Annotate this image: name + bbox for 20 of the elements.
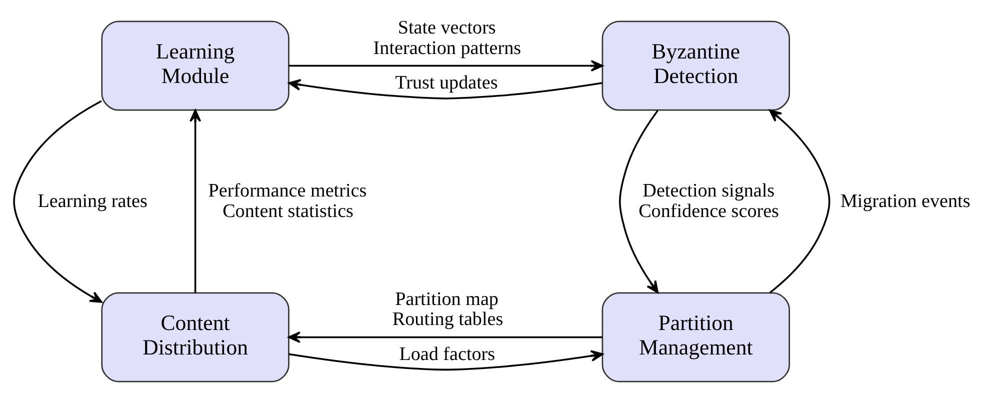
arrow — [619, 110, 659, 294]
arrow — [288, 331, 602, 344]
edge-label: Load factors — [399, 344, 496, 365]
edge-label: Trust updates — [395, 72, 498, 94]
edge-label: Migration events — [840, 191, 970, 212]
arrow — [288, 350, 604, 371]
arrow — [13, 100, 102, 303]
edge-label: Detection signals Confidence scores — [638, 180, 779, 222]
edge-label: Partition map Routing tables — [392, 288, 504, 330]
arrow — [288, 78, 602, 100]
arrow — [769, 109, 830, 294]
node-box: Content Distribution — [101, 292, 290, 382]
edge-label: Performance metrics Content statistics — [208, 180, 367, 222]
arrow — [288, 60, 604, 72]
edge-label: Learning rates — [38, 191, 148, 212]
node-box: Learning Module — [101, 20, 290, 111]
arrow — [190, 109, 202, 293]
node-box: Byzantine Detection — [602, 20, 790, 111]
edge-label: State vectors Interaction patterns — [373, 17, 522, 59]
node-box: Partition Management — [602, 292, 790, 382]
